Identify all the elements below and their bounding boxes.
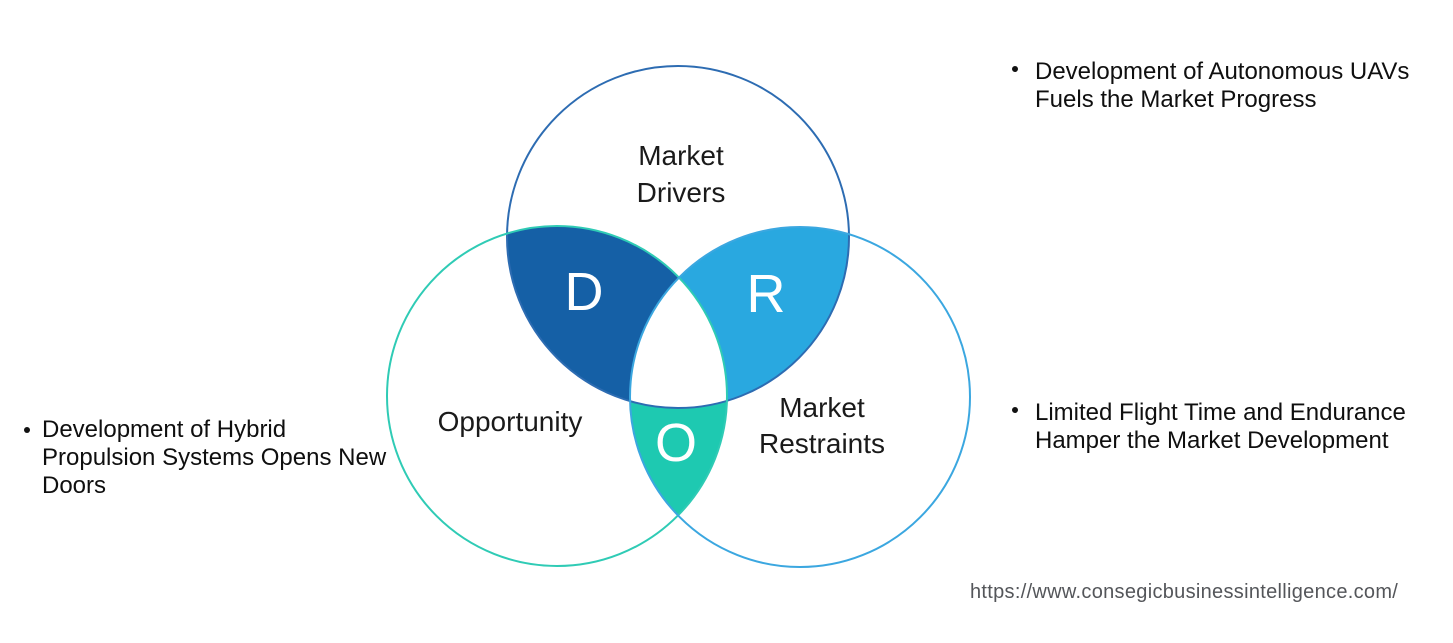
opportunity-label: Opportunity: [437, 406, 583, 437]
restraints-circle-outline: [629, 226, 971, 568]
region-letter-d: D: [564, 262, 604, 322]
bullet-dot-icon: [1012, 66, 1018, 72]
drivers-circle-outline: [506, 65, 850, 409]
region-letter-o: O: [654, 413, 698, 473]
opportunity-circle-outline: [386, 225, 728, 567]
region-letter-r: R: [746, 264, 786, 324]
market-restraints-label: Market Restraints: [758, 392, 886, 459]
bullet-restraints: Limited Flight Time and Endurance Hamper…: [1012, 399, 1432, 455]
bullet-opportunity: Development of Hybrid Propulsion Systems…: [24, 416, 424, 500]
region-o-opportunity-restraints: [387, 226, 727, 566]
bullet-drivers-text: Development of Autonomous UAVs Fuels the…: [1035, 58, 1410, 113]
market-drivers-label: Market Drivers: [636, 140, 726, 208]
bullet-opportunity-text: Development of Hybrid Propulsion Systems…: [42, 416, 387, 499]
bullet-dot-icon: [1012, 407, 1018, 413]
bullet-drivers: Development of Autonomous UAVs Fuels the…: [1012, 58, 1432, 114]
bullet-dot-icon: [24, 427, 30, 433]
source-url: https://www.consegicbusinessintelligence…: [970, 581, 1399, 603]
bullet-restraints-text: Limited Flight Time and Endurance Hamper…: [1035, 399, 1406, 454]
